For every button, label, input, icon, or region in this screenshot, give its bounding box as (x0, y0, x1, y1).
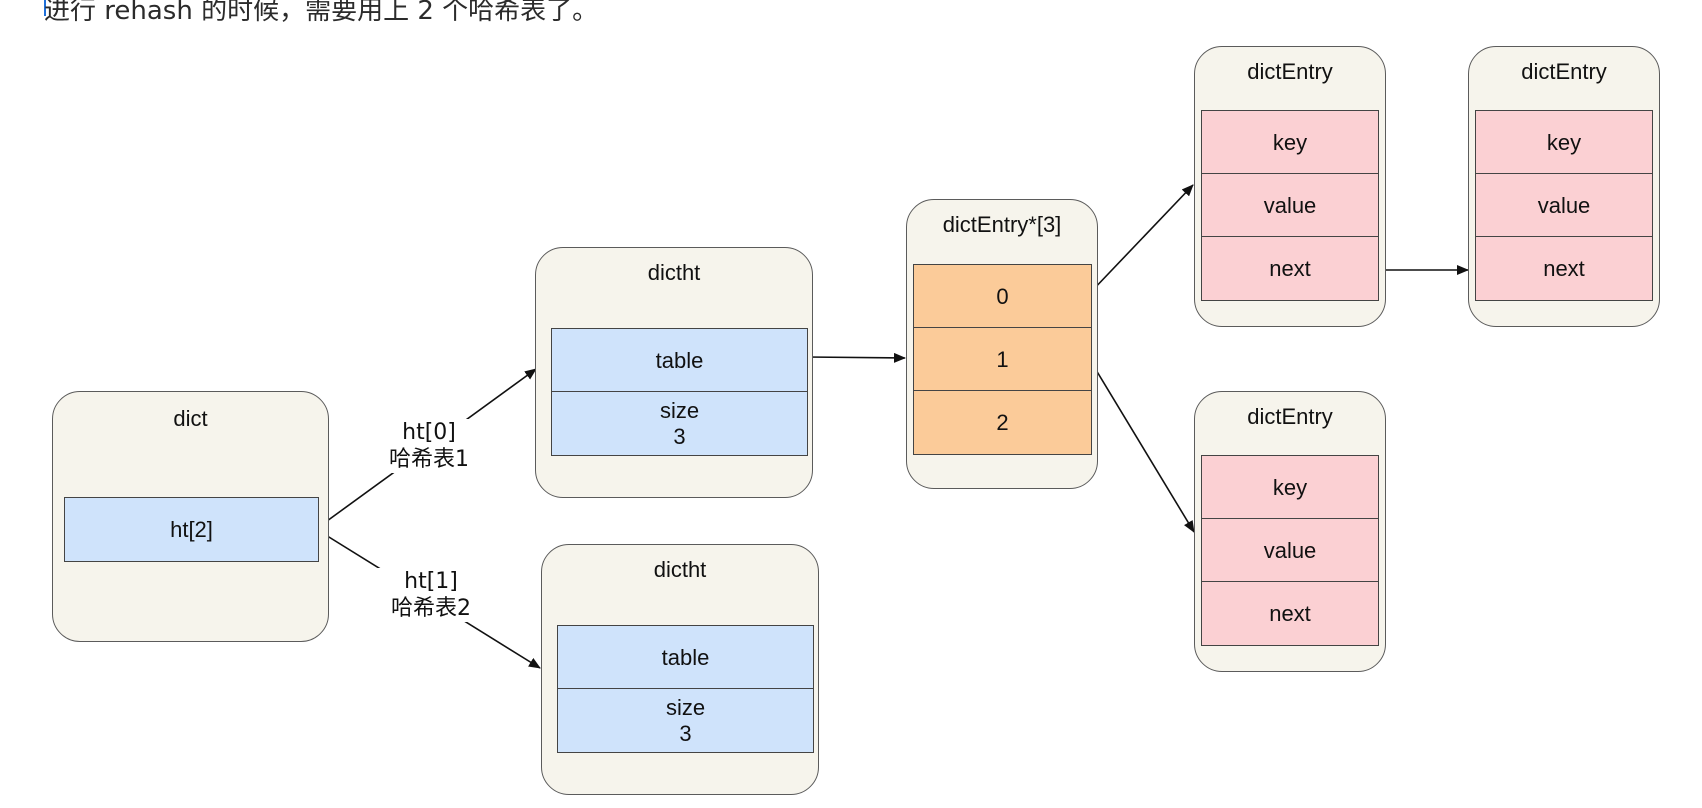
edge-label-ht1-desc: 哈希表2 (391, 596, 471, 621)
dict-entry-node-1: dictEntry key value next (1468, 46, 1660, 327)
dict-entry-2-next: next (1201, 581, 1379, 646)
dictht-1-table: table (557, 625, 814, 690)
dictht-0-table: table (551, 328, 808, 393)
dict-entry-node-2: dictEntry key value next (1194, 391, 1386, 672)
arrow-bucket1-entry (1089, 359, 1195, 533)
dict-entry-0-title: dictEntry (1247, 59, 1333, 84)
bucket-array-node: dictEntry*[3] 0 1 2 (906, 199, 1098, 489)
dict-entry-1-next: next (1475, 236, 1653, 301)
dict-entry-0-next: next (1201, 236, 1379, 301)
bucket-1: 1 (913, 327, 1092, 392)
dict-entry-0-value: value (1201, 173, 1379, 238)
dict-ht-field: ht[2] (64, 497, 319, 562)
dict-entry-1-title: dictEntry (1521, 59, 1607, 84)
dict-entry-1-value: value (1475, 173, 1653, 238)
bucket-2: 2 (913, 390, 1092, 455)
dictht-1-title: dictht (653, 557, 707, 582)
edge-label-ht0-desc: 哈希表1 (389, 447, 469, 472)
arrow-bucket0-entry (1089, 184, 1194, 294)
text-cursor (44, 0, 46, 16)
bucket-0: 0 (913, 264, 1092, 329)
dict-entry-2-key: key (1201, 455, 1379, 520)
dictht-node-0: dictht table size 3 (535, 247, 813, 498)
dictht-1-size: size 3 (557, 688, 814, 753)
dictht-1-size-value: 3 (679, 720, 692, 746)
arrow-table-buckets (805, 352, 906, 363)
dict-entry-2-title: dictEntry (1247, 404, 1333, 429)
dictht-0-title: dictht (647, 260, 701, 285)
dict-entry-node-0: dictEntry key value next (1194, 46, 1386, 327)
dictht-1-size-label: size (665, 694, 706, 720)
dictht-0-size: size 3 (551, 391, 808, 456)
edge-label-ht1-name: ht[1] (404, 569, 458, 594)
dict-entry-2-value: value (1201, 518, 1379, 583)
intro-text: 进行 rehash 的时候，需要用上 2 个哈希表了。 (44, 0, 599, 26)
dict-entry-1-key: key (1475, 110, 1653, 175)
edge-label-ht0-name: ht[0] (402, 420, 456, 445)
edge-label-ht0: ht[0] 哈希表1 (374, 419, 484, 473)
dictht-0-size-label: size (659, 397, 700, 423)
edge-label-ht1: ht[1] 哈希表2 (376, 568, 486, 622)
dictht-node-1: dictht table size 3 (541, 544, 819, 795)
dictht-0-size-value: 3 (673, 423, 686, 449)
bucket-array-title: dictEntry*[3] (942, 212, 1062, 237)
dict-title: dict (173, 406, 208, 431)
dict-node: dict ht[2] (52, 391, 329, 642)
dict-entry-0-key: key (1201, 110, 1379, 175)
